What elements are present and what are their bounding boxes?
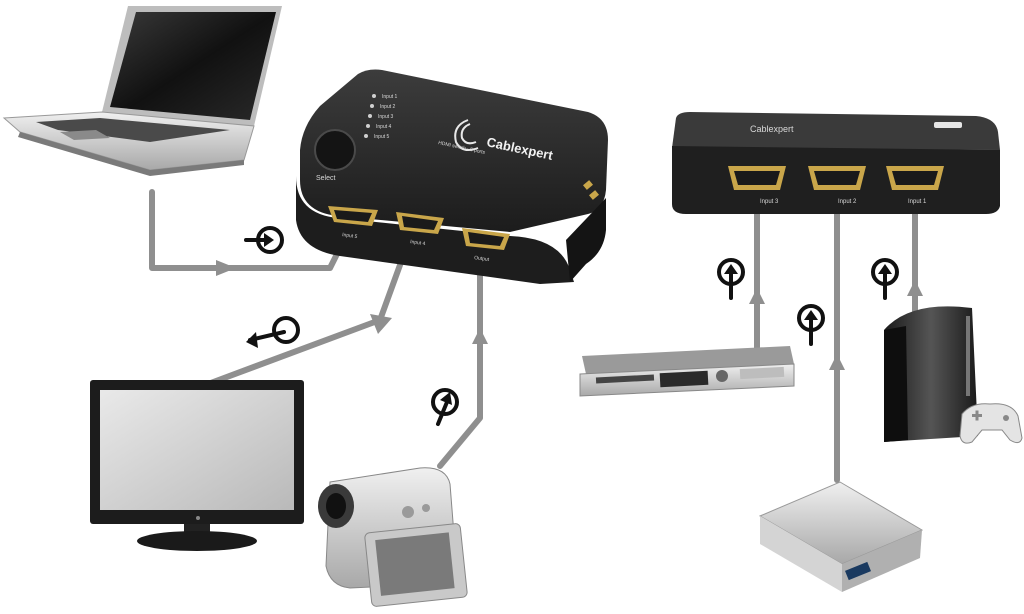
laptop-screen [110,12,276,120]
media-box-left [760,516,842,592]
console-disc-slot [966,316,970,396]
camcorder-button [422,504,430,512]
led-label-3: Input 3 [378,114,394,120]
monitor-screen [100,390,294,510]
back-indicator [934,122,962,128]
signal-direction-icon-dvd [717,258,745,300]
direction-indicators [244,226,899,426]
back-port-label-1: Input 3 [760,199,779,205]
arrowhead-mediabox [829,354,845,370]
back-port-label-2: Input 2 [838,199,857,205]
camcorder-lens-glass [326,493,346,519]
led-label-1: Input 1 [382,94,398,100]
hdmi-port-input-5[interactable] [328,206,378,226]
side-ports [583,180,599,200]
gamepad-icon [959,403,1023,444]
front-ports: Input 5 Input 4 Output [328,206,510,263]
hdmi-port-input-4[interactable] [396,212,444,234]
camcorder [318,467,468,607]
laptop-keyboard [36,118,230,142]
back-ports: Input 3 Input 2 Input 1 [728,166,944,205]
arrowhead-console [907,280,923,296]
media-box-front [842,530,922,592]
dvd-display [659,370,709,388]
switch-back-brand: Cablexpert [750,124,794,134]
led-input-1 [372,94,376,98]
signal-direction-icon-mediabox [797,304,825,346]
front-port-label-1: Input 5 [342,232,358,240]
media-box [758,481,924,592]
laptop-touchpad [60,130,110,140]
cablexpert-logo-icon [454,119,479,151]
led-input-3 [368,114,372,118]
hdmi-port-output[interactable] [462,228,510,250]
arrowhead-dvd [749,288,765,304]
hdmi-port-input-3[interactable] [728,166,786,190]
select-button-label: Select [316,175,336,182]
hdmi-port-input-1[interactable] [886,166,944,190]
signal-direction-icon-laptop [244,226,284,254]
front-port-label-2: Input 4 [410,239,426,247]
dvd-disc-tray [595,374,655,384]
dvd-vent [739,366,785,380]
switch-back-top [672,112,1000,150]
camcorder-flip-screen [375,532,455,596]
dvd-top [582,346,794,374]
console-front-edge [884,326,908,442]
led-input-2 [370,104,374,108]
hdmi-port-input-2[interactable] [808,166,866,190]
front-port-label-3: Output [474,255,490,263]
signal-direction-icon-console [871,258,899,300]
arrowhead-laptop [216,260,236,276]
led-indicators: Input 1 Input 2 Input 3 Input 4 Input 5 [364,94,398,140]
console-tower [884,306,978,442]
signal-direction-icon-monitor [246,316,300,348]
signal-direction-icon-camcorder [431,388,459,426]
laptop-edge [18,132,244,176]
led-label-5: Input 5 [374,134,390,140]
power-icon [196,516,200,520]
game-console [884,306,1023,444]
camcorder-button [402,506,414,518]
select-button[interactable] [314,129,356,171]
switch-front-top [300,69,608,232]
hdmi-switch-back: Cablexpert Input 3 Input 2 Input 1 [672,112,1000,214]
laptop [2,6,282,176]
arrowhead-monitor [370,314,392,334]
cable-camcorder [437,259,483,469]
cable-arrowheads [216,260,923,370]
led-input-5 [364,134,368,138]
monitor [90,380,304,551]
dvd-player [579,346,795,397]
monitor-stand [137,531,257,551]
arrowhead-camcorder [472,328,488,344]
led-label-4: Input 4 [376,124,392,130]
led-label-2: Input 2 [380,104,396,110]
media-box-display [845,561,871,581]
switch-side-panel [566,198,606,282]
back-port-label-3: Input 1 [908,199,927,205]
dvd-knob [716,370,728,382]
hdmi-switch-front: Select Input 1 Input 2 Input 3 Input 4 I… [296,69,608,284]
led-input-4 [366,124,370,128]
